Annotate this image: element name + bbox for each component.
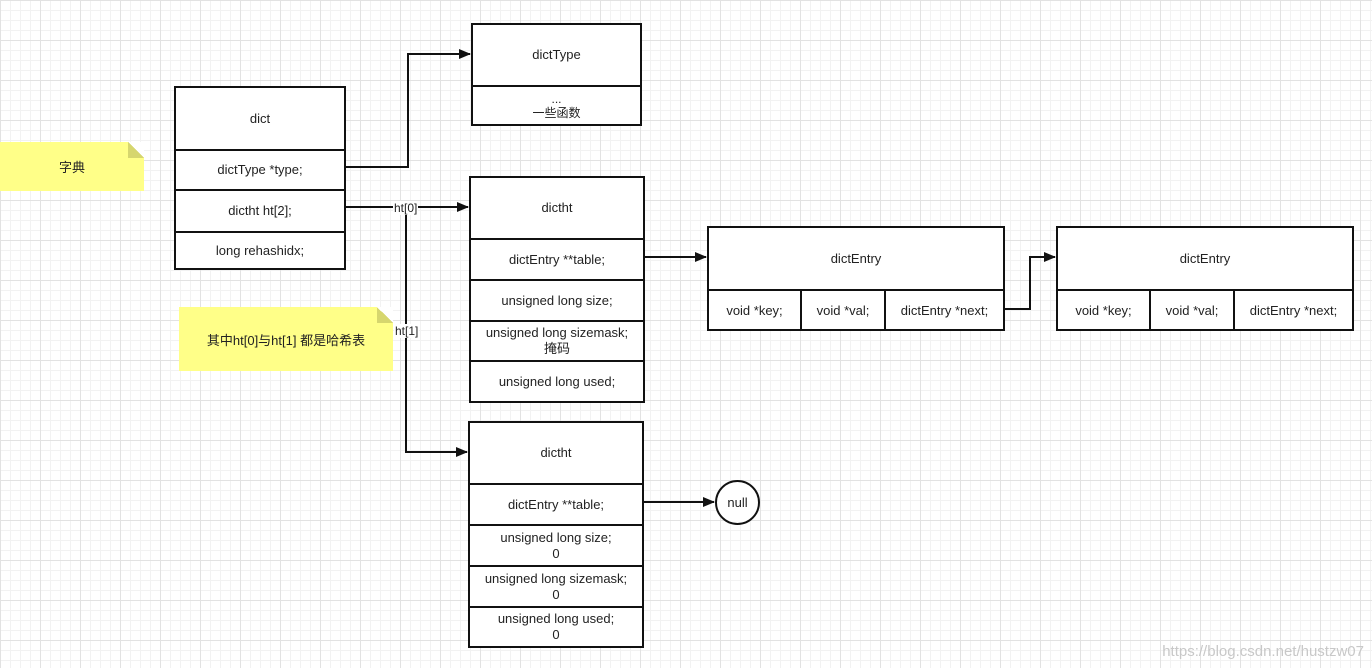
null-node[interactable]: null: [715, 480, 760, 525]
ht-note: 其中ht[0]与ht[1] 都是哈希表: [179, 307, 393, 371]
edge-dict-to-dictht1: [405, 207, 468, 457]
dictentry2-field-val: void *val;: [1149, 291, 1233, 329]
dictht0-field-used: unsigned long used;: [471, 360, 643, 401]
dicttype-title: dictType: [532, 47, 581, 62]
edge-entry1-to-entry2: [1004, 252, 1056, 310]
dict-struct[interactable]: dict dictType *type; dictht ht[2]; long …: [174, 86, 346, 270]
dict-field-type: dictType *type;: [176, 149, 344, 189]
dicttype-struct[interactable]: dictType ... 一些函数: [471, 23, 642, 126]
dict-note-text: 字典: [58, 160, 85, 175]
dict-note: 字典: [0, 142, 144, 191]
dict-field-ht: dictht ht[2];: [176, 189, 344, 231]
dicttype-body: ... 一些函数: [473, 85, 640, 124]
dictht1-title: dictht: [540, 445, 572, 460]
dictentry1-field-key: void *key;: [726, 302, 783, 318]
edge-dict-to-dicttype: [345, 49, 471, 168]
dictentry2-title: dictEntry: [1179, 250, 1231, 266]
dictht0-title: dictht: [541, 200, 573, 215]
dictentry1-field-val: void *val;: [800, 291, 884, 329]
dictentry2-struct[interactable]: dictEntry void *key; void *val; dictEntr…: [1056, 226, 1354, 331]
note-fold-icon: [377, 307, 393, 323]
dictht1-field-sizemask: unsigned long sizemask; 0: [470, 565, 642, 606]
dictht1-field-size: unsigned long size; 0: [470, 524, 642, 565]
dictentry1-title: dictEntry: [830, 250, 882, 266]
ht-note-text: 其中ht[0]与ht[1] 都是哈希表: [206, 332, 366, 348]
dictht0-field-table: dictEntry **table;: [471, 238, 643, 279]
dictentry1-struct[interactable]: dictEntry void *key; void *val; dictEntr…: [707, 226, 1005, 331]
dictht0-struct[interactable]: dictht dictEntry **table; unsigned long …: [469, 176, 645, 403]
note-fold-icon: [128, 142, 144, 158]
dictht1-struct[interactable]: dictht dictEntry **table; unsigned long …: [468, 421, 644, 648]
dictht0-field-size: unsigned long size;: [471, 279, 643, 320]
null-node-label: null: [727, 495, 748, 510]
dictentry1-field-next: dictEntry *next;: [884, 291, 1003, 329]
dict-title: dict: [249, 110, 271, 126]
dict-field-rehashidx: long rehashidx;: [176, 231, 344, 268]
dictht1-field-used: unsigned long used; 0: [470, 606, 642, 646]
edge-label-ht0: ht[0]: [393, 201, 419, 215]
dictht0-field-sizemask: unsigned long sizemask; 掩码: [471, 320, 643, 360]
watermark-text: https://blog.csdn.net/hustzw07: [1162, 643, 1364, 660]
dictentry2-field-key: void *key;: [1075, 302, 1132, 318]
dictentry2-field-next: dictEntry *next;: [1233, 291, 1352, 329]
dictht1-field-table: dictEntry **table;: [470, 483, 642, 524]
edge-label-ht1: ht[1]: [394, 324, 420, 338]
